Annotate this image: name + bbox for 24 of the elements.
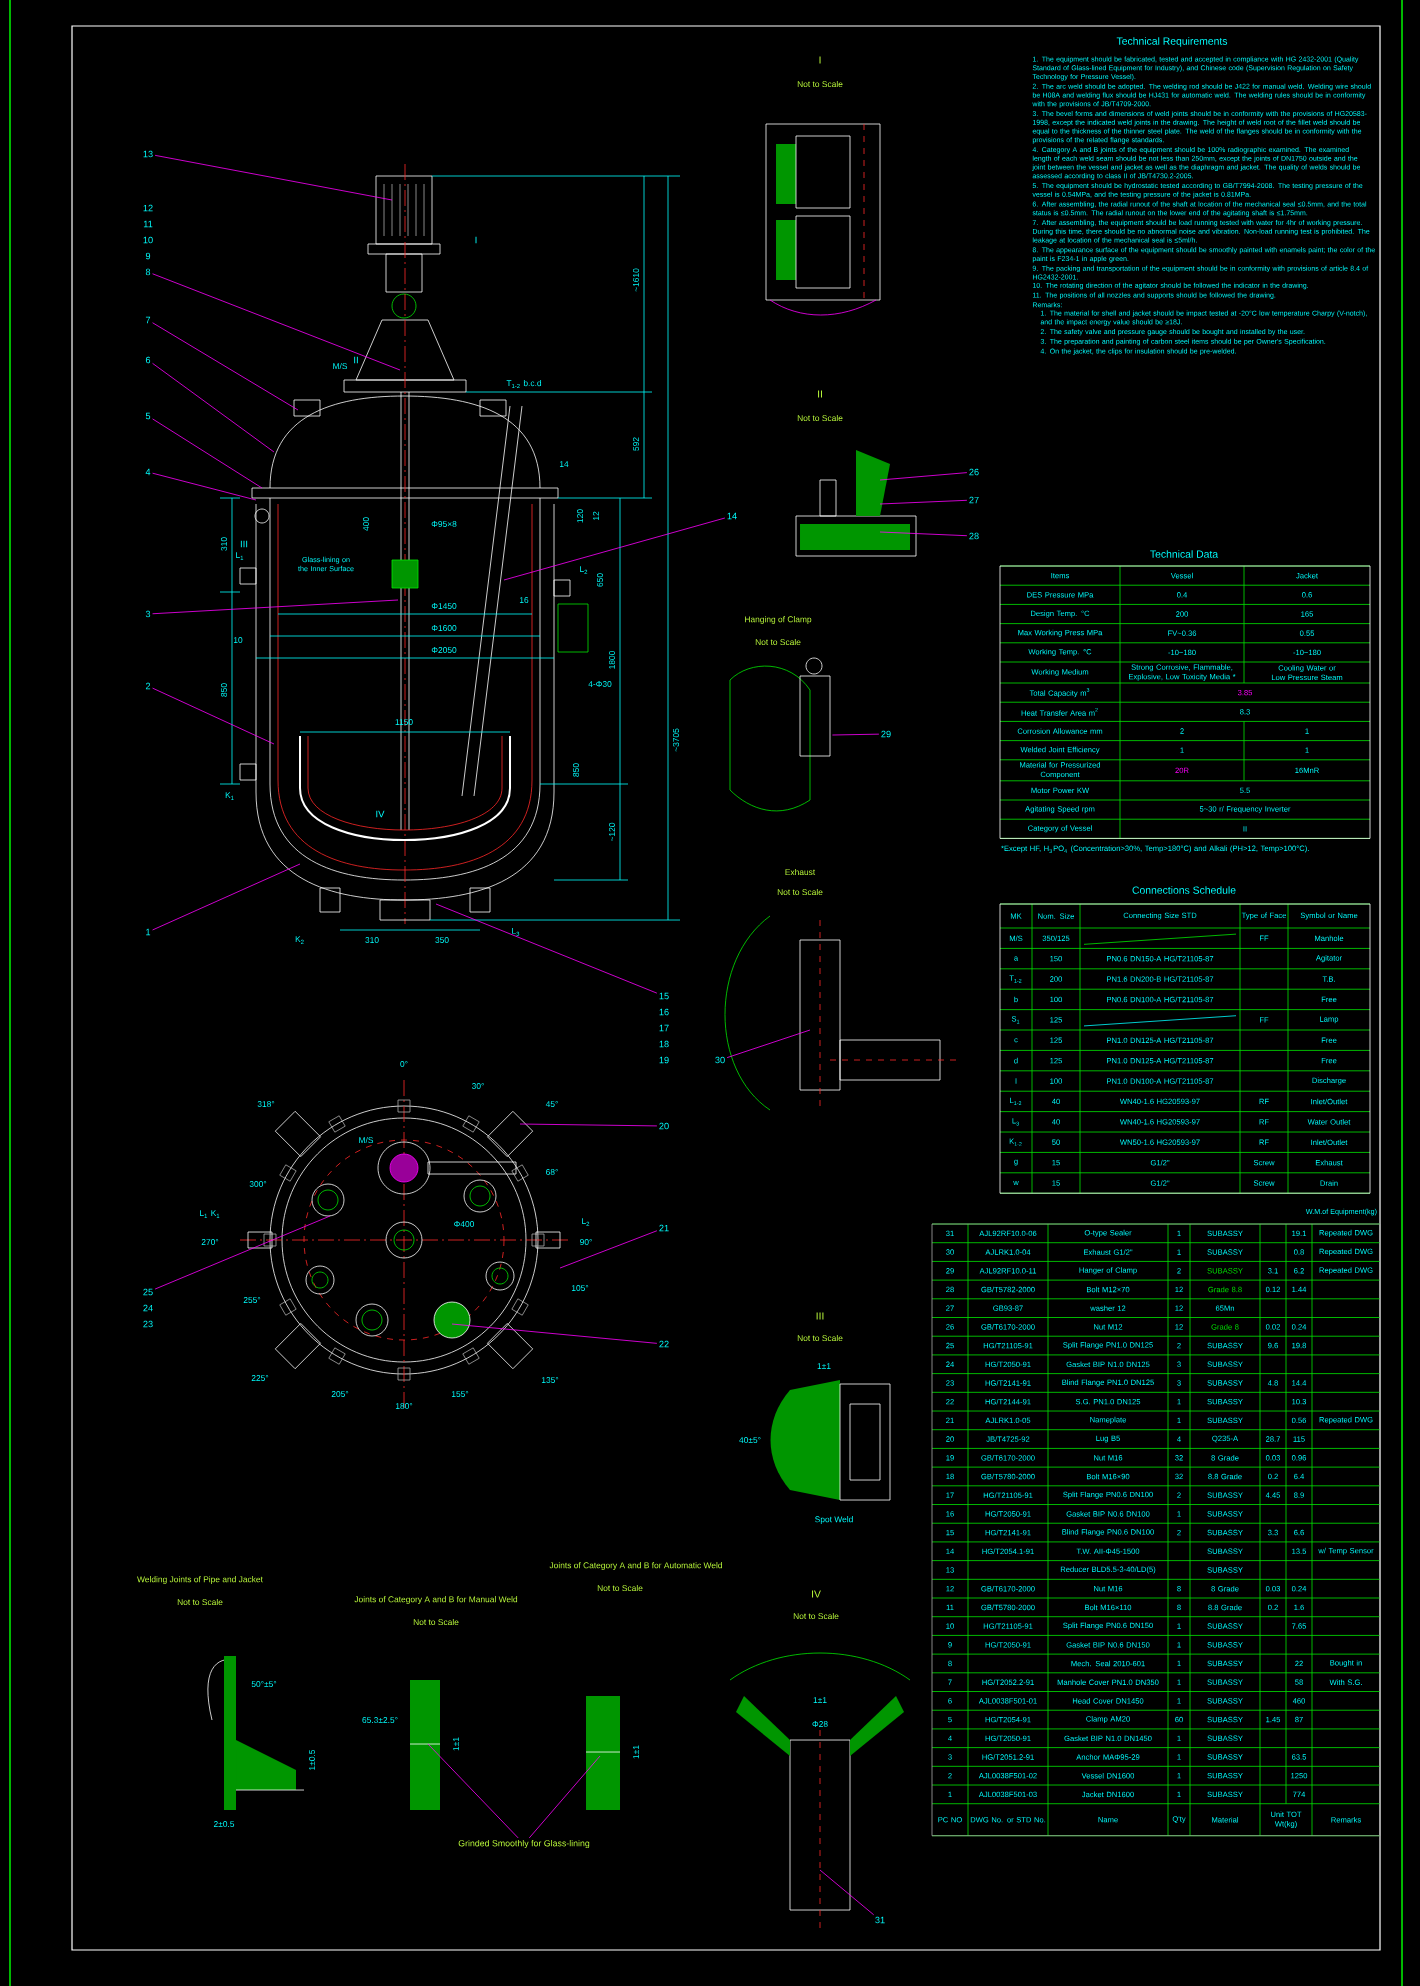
leader-line bbox=[503, 517, 726, 581]
clamp-drawing bbox=[729, 657, 831, 812]
leader-line bbox=[152, 687, 275, 745]
leader-line bbox=[152, 418, 263, 489]
leader-line bbox=[435, 903, 658, 994]
leader-line bbox=[879, 499, 968, 505]
leader-line bbox=[528, 1755, 601, 1839]
leader-line bbox=[726, 1029, 811, 1059]
leader-line bbox=[519, 1123, 658, 1127]
leader-line bbox=[152, 599, 399, 615]
leader-line bbox=[559, 1230, 658, 1269]
leader-line bbox=[427, 1743, 519, 1839]
leader-line bbox=[879, 531, 968, 537]
leader-line bbox=[879, 472, 968, 481]
leader-line bbox=[154, 154, 393, 201]
leader-line bbox=[832, 733, 880, 736]
leader-line bbox=[152, 273, 401, 371]
leader-line bbox=[152, 863, 301, 931]
leader-line bbox=[152, 362, 275, 453]
leader-line bbox=[152, 322, 299, 411]
leader-line bbox=[451, 1323, 658, 1344]
leader-line bbox=[152, 472, 257, 501]
leader-line bbox=[819, 1869, 875, 1916]
leader-line bbox=[154, 1215, 331, 1290]
